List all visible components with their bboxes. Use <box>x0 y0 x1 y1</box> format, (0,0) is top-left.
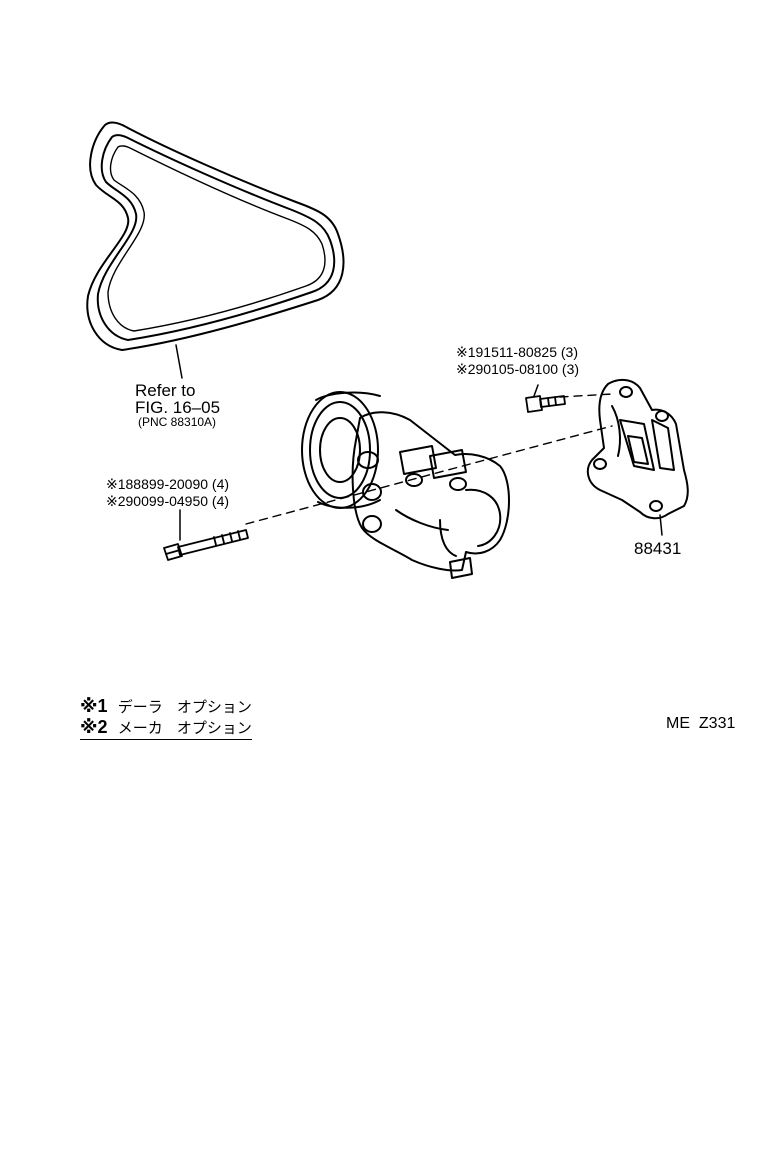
long-bolt-part-2: ※290099-04950 (4) <box>106 493 230 509</box>
short-bolt-part-1: ※191511-80825 (3) <box>456 344 579 360</box>
legend-maker-option: ※2 メーカ オプション <box>80 717 252 740</box>
figure-code: ME Z331 <box>666 715 736 732</box>
legend-key-2: ※2 <box>80 717 108 737</box>
long-bolt-part-1: ※188899-20090 (4) <box>106 476 230 492</box>
legend-key-1: ※1 <box>80 696 108 716</box>
long-bolt-drawing <box>163 509 249 561</box>
belt-ref-line2: FIG. 16–05 <box>135 398 221 417</box>
belt-ref-pnc: (PNC 88310A) <box>138 415 217 429</box>
short-bolt-part-2: ※290105-08100 (3) <box>456 361 580 377</box>
compressor-drawing <box>301 391 510 579</box>
belt-ref-line1: Refer to <box>135 381 196 400</box>
legend-text-1b: オプション <box>176 699 252 716</box>
legend-text-1a: デーラ <box>117 699 163 716</box>
legend-text-2a: メーカ <box>117 720 163 737</box>
assembly-dashed-lines <box>245 393 613 525</box>
short-bolt-drawing <box>525 384 566 413</box>
v-belt-drawing <box>86 121 345 379</box>
bracket-part-number: 88431 <box>634 539 682 558</box>
legend-dealer-option: ※1 デーラ オプション <box>80 696 252 717</box>
legend-text-2b: オプション <box>176 720 252 737</box>
bracket-drawing <box>586 378 689 536</box>
